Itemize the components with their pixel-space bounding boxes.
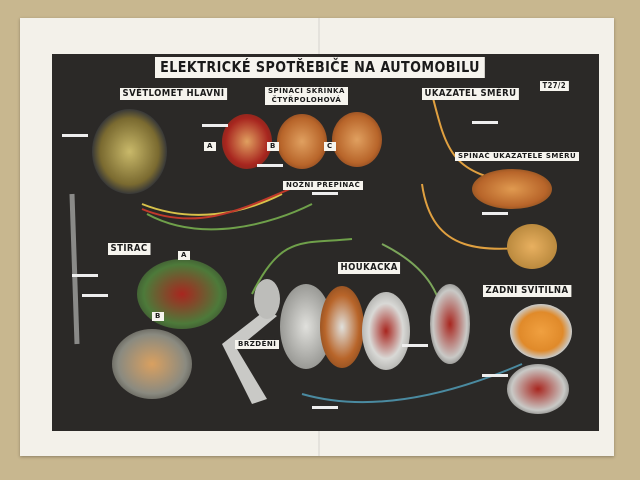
indicator-switch-part (472, 169, 552, 209)
wire-red (141, 183, 303, 220)
wire-green (146, 203, 313, 231)
caption-tag (202, 124, 228, 127)
rear-lamp-base-part (507, 364, 569, 414)
label-foot-switch: NOŽNÍ PŘEPÍNAČ (283, 181, 364, 190)
caption-tag (482, 374, 508, 377)
marker-wiper-b: B (152, 312, 164, 321)
horn-body-part (362, 292, 410, 370)
wiper-motor-part (137, 259, 227, 329)
horn-membrane-part (320, 286, 364, 368)
label-indicator-switch: SPÍNAČ UKAZATELE SMĚRU (455, 152, 580, 161)
marker-wiper-a: A (178, 251, 190, 260)
caption-tag (62, 134, 88, 137)
caption-tag (257, 164, 283, 167)
label-switchbox: SPÍNACÍ SKŘÍNKA ČTYŘPOLOHOVÁ (265, 87, 348, 105)
poster-code: T27/2 (540, 81, 569, 91)
indicator-switch-lever-part (507, 224, 557, 269)
caption-tag (82, 294, 108, 297)
rear-lamp-part (510, 304, 572, 359)
marker-b: B (267, 142, 279, 151)
caption-tag (472, 121, 498, 124)
headlamp-part (92, 109, 167, 194)
caption-tag (482, 212, 508, 215)
label-headlamp: SVĚTLOMET HLAVNÍ (120, 88, 227, 100)
wiper-gear-part (112, 329, 192, 399)
label-wiper: STÍRAČ (108, 243, 151, 255)
label-indicator: UKAZATEL SMĚRU (422, 88, 520, 100)
caption-tag (312, 192, 338, 195)
brake-pedal (222, 279, 280, 404)
poster-title: ELEKTRICKÉ SPOTŘEBIČE NA AUTOMOBILU (155, 57, 486, 78)
horn-relay-part (430, 284, 470, 364)
switchbox-a-part (222, 114, 272, 169)
wire-yellow (141, 193, 283, 216)
marker-c: C (324, 142, 336, 151)
wiper-arm (69, 193, 80, 345)
wire-blue (301, 363, 523, 403)
label-switchbox-line2: ČTYŘPOLOHOVÁ (265, 96, 348, 105)
caption-tag (402, 344, 428, 347)
switchbox-c-part (332, 112, 382, 167)
marker-a: A (204, 142, 216, 151)
caption-tag (72, 274, 98, 277)
switchbox-b-part (277, 114, 327, 169)
label-switchbox-line1: SPÍNACÍ SKŘÍNKA (265, 87, 348, 96)
caption-tag (312, 406, 338, 409)
wire-green-2 (251, 238, 353, 295)
label-horn: HOUKAČKA (338, 262, 401, 274)
poster: ELEKTRICKÉ SPOTŘEBIČE NA AUTOMOBILU T27/… (52, 54, 599, 431)
label-rear-lamp: ZADNÍ SVÍTILNA (483, 285, 572, 297)
label-braking: BRZDĚNÍ (235, 340, 280, 349)
